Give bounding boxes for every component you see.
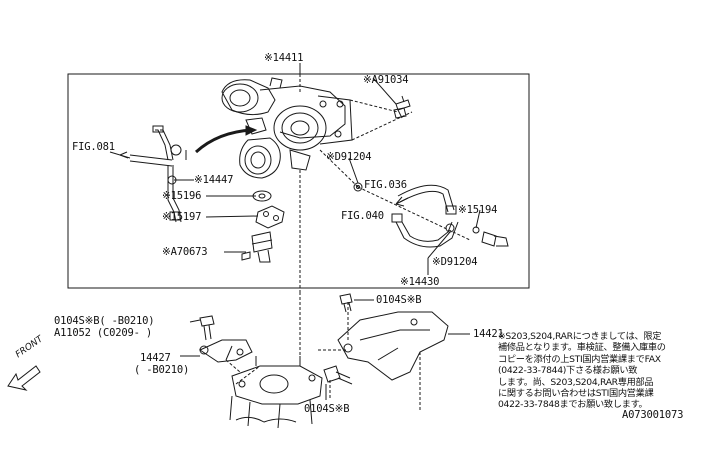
label-15196: ※15196 [162, 190, 202, 202]
bolt-0104sb-bottom [323, 365, 353, 385]
label-d91204-bottom: ※D91204 [432, 256, 478, 268]
bolt-0104sb-right [339, 293, 353, 313]
note-line: ※S203,S204,RARにつきましては、限定 [498, 331, 662, 342]
diagram-code: A073001073 [622, 409, 684, 421]
label-0104sb-right: 0104S※B [376, 294, 422, 306]
stud-a91034 [393, 95, 411, 119]
exhaust-flange [229, 356, 323, 429]
return-pipe-14430 [391, 184, 459, 248]
label-14430: ※14430 [400, 276, 440, 288]
label-15194: ※15194 [458, 204, 498, 216]
note-line: 0422-33-7848までお願い致します。 [498, 399, 648, 411]
bolt-0104sb-left [199, 315, 215, 341]
bracket-14421 [337, 311, 449, 381]
label-0104sb-bottom: 0104S※B [304, 403, 350, 415]
label-14427-range: ( -B0210) [134, 364, 190, 376]
note-line: コピーを添付の上STI国内営業課までFAX [498, 353, 661, 365]
label-a70673: ※A70673 [162, 246, 208, 258]
note-line: します。尚、S203,S204,RAR専用部品 [498, 376, 654, 388]
main-frame [67, 73, 530, 289]
front-arrow-icon [7, 365, 41, 391]
label-a91034: ※A91034 [363, 74, 409, 86]
sti-note: ※S203,S204,RARにつきましては、限定 補修品となります。車検証、整備… [498, 331, 698, 411]
label-14427: 14427 [140, 352, 171, 364]
oil-pipe-14447 [129, 125, 187, 223]
direction-arrow [194, 128, 253, 154]
bolt-15194 [472, 226, 509, 247]
label-15197: ※15197 [162, 211, 202, 223]
label-fig036: FIG.036 [364, 179, 407, 191]
bracket-14427 [198, 339, 253, 363]
note-line: 補修品となります。車検証、整備入庫車の [498, 342, 666, 354]
turbocharger [221, 77, 353, 179]
note-line: (0422-33-7844)下さる様お願い致 [498, 365, 638, 377]
label-14447: ※14447 [194, 174, 234, 186]
label-14411: ※14411 [264, 52, 304, 64]
label-d91204-top: ※D91204 [326, 151, 372, 163]
bracket-15197 [255, 205, 285, 229]
note-line: に関するお問い合わせはSTI国内営業課 [498, 388, 654, 400]
bolt-a70673 [241, 231, 273, 263]
label-14421: 14421 [473, 328, 504, 340]
label-0104sb-left: 0104S※B( -B0210) [54, 315, 155, 327]
label-a11052: A11052 (C0209- ) [54, 327, 152, 339]
label-fig081: FIG.081 [72, 141, 115, 153]
label-fig040: FIG.040 [341, 210, 384, 222]
